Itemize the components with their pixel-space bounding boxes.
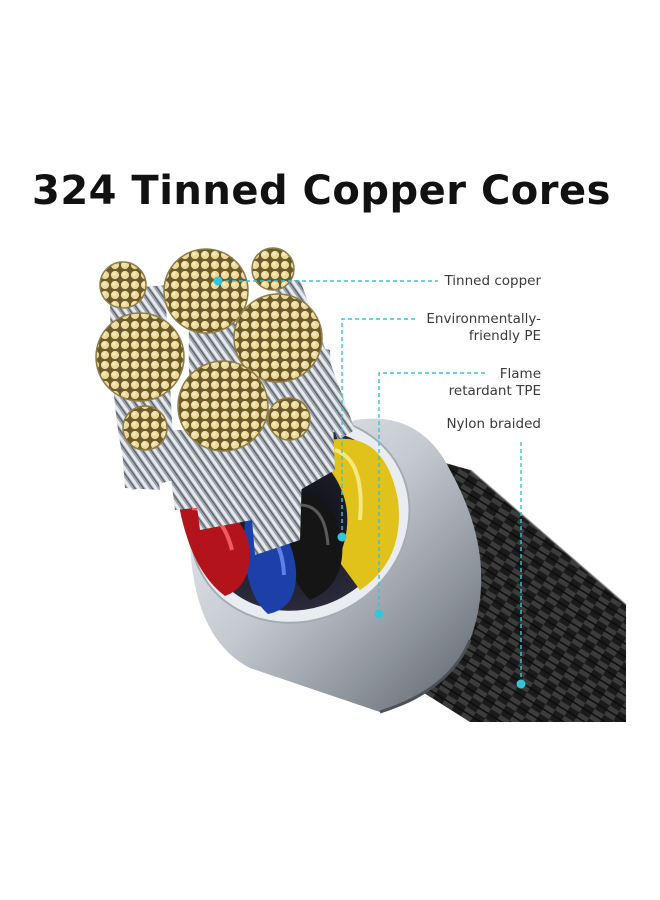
callout-line: Environmentally-	[426, 311, 541, 327]
callout-line: Tinned copper	[444, 273, 541, 289]
dot-nylon-braided	[516, 679, 526, 689]
leader-environmentally-friendly-pe	[341, 318, 415, 537]
callout-nylon-braided: Nylon braided	[446, 416, 541, 433]
leader-flame-retardant-tpe	[378, 372, 485, 614]
callout-leaders	[218, 280, 522, 684]
callout-line: retardant TPE	[448, 383, 541, 399]
page-title: 324 Tinned Copper Cores	[32, 168, 611, 214]
dot-flame-retardant-tpe	[374, 609, 384, 619]
callout-dots	[213, 276, 526, 689]
callout-tinned-copper: Tinned copper	[444, 273, 541, 290]
dot-environmentally-friendly-pe	[337, 532, 347, 542]
callout-line: Flame	[499, 366, 541, 382]
dot-tinned-copper	[213, 276, 223, 286]
callout-flame-retardant-tpe: Flame retardant TPE	[449, 366, 541, 400]
copper-cores	[95, 247, 323, 452]
callout-line: friendly PE	[468, 328, 541, 344]
callout-line: Nylon braided	[446, 416, 541, 432]
callout-environmentally-friendly-pe: Environmentally- friendly PE	[426, 311, 541, 345]
